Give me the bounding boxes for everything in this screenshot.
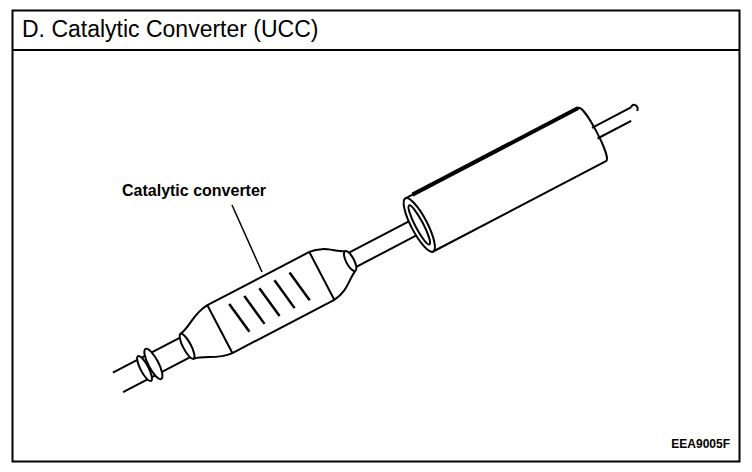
converter-seam	[207, 252, 334, 353]
converter-ribs	[229, 270, 309, 334]
converter-flange	[177, 332, 197, 361]
part-label: Catalytic converter	[120, 181, 268, 201]
leader-line	[232, 205, 262, 272]
tail-pipe	[592, 107, 637, 138]
pipe-flange	[141, 347, 166, 382]
front-pipe	[113, 337, 192, 393]
muffler-end	[406, 204, 433, 247]
muffler-end	[398, 195, 440, 256]
tail-pipe	[630, 104, 638, 113]
muffler-edge	[412, 108, 578, 195]
converter-shell	[175, 237, 363, 370]
header-divider	[12, 49, 740, 51]
figure-code: EEA9005F	[671, 436, 730, 452]
frame-border	[13, 11, 740, 462]
exhaust-assembly	[104, 84, 653, 409]
diagram-title: D. Catalytic Converter (UCC)	[22, 14, 319, 44]
converter-flange	[342, 249, 359, 272]
